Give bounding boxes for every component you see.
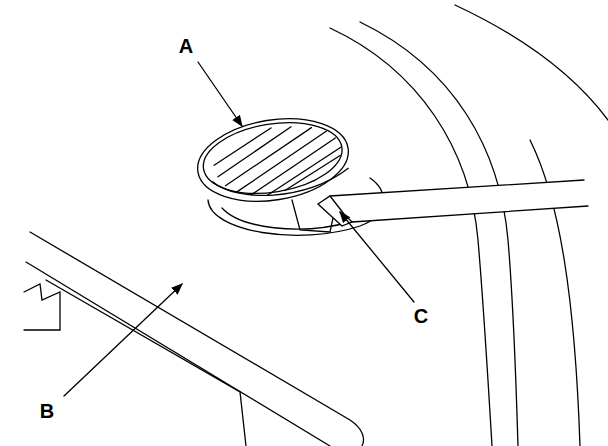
callout-letter: A [179,36,193,56]
panel-edge [360,22,518,446]
panel-edge [330,28,492,446]
vent-grille-rim [198,113,347,202]
leader-line [340,212,414,302]
panel-edge [46,280,246,446]
panel-edge [30,232,364,446]
leader-line [198,62,242,126]
panel-edge [455,5,608,120]
panel-edge [26,262,330,446]
grille-slats [210,118,347,203]
panel-notch [24,284,60,330]
trim-tool [330,196,352,222]
callout-letter: B [40,401,54,421]
trim-tool [318,180,588,226]
callout-letter: C [414,306,428,326]
leader-line [64,284,182,396]
